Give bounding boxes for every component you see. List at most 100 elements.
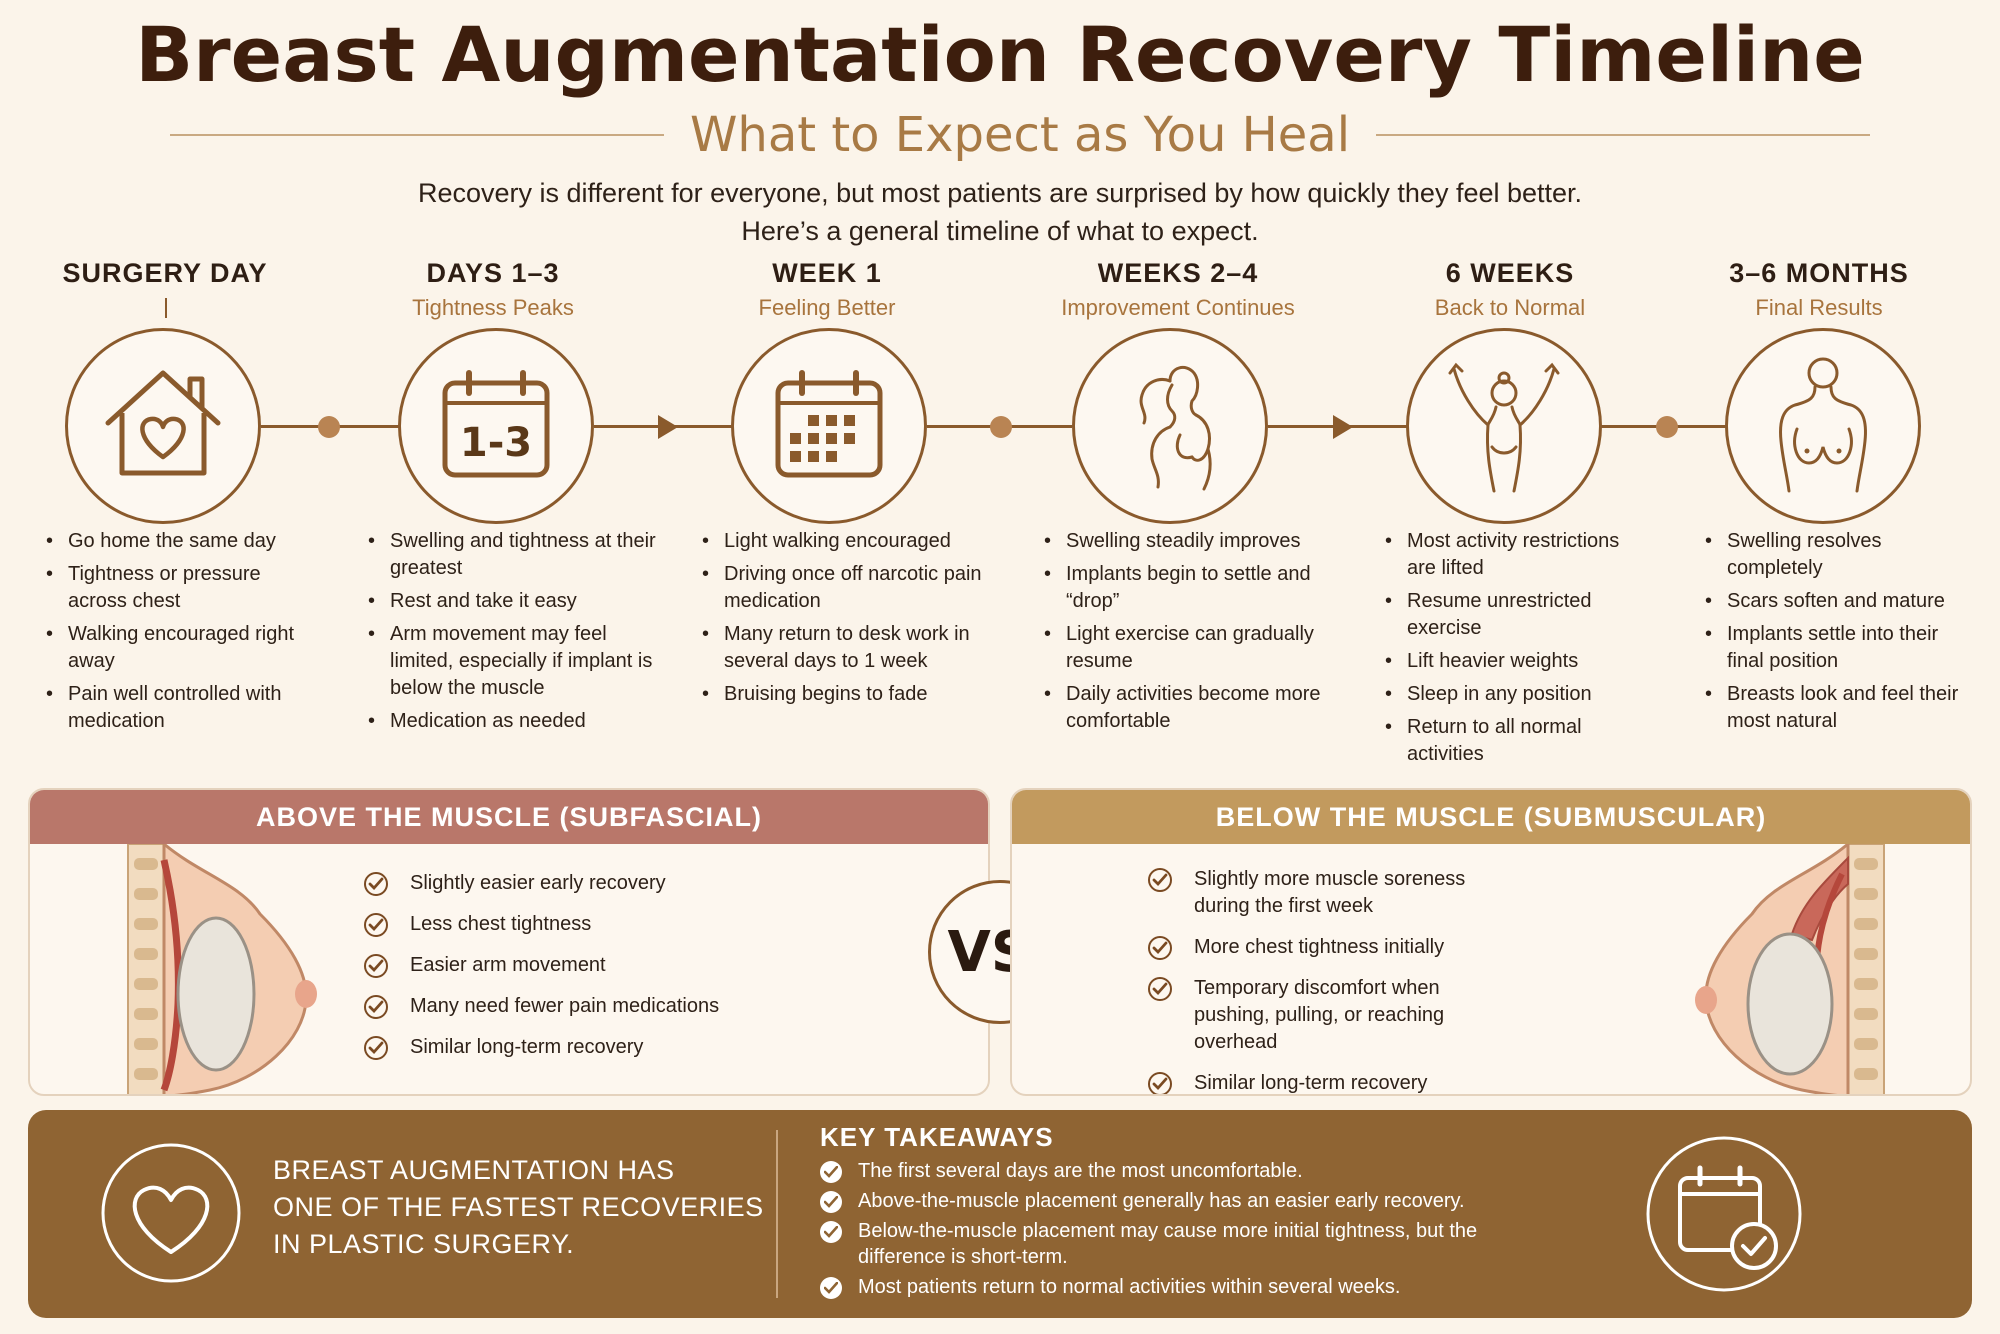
stage-title: DAYS 1–3 <box>426 258 560 288</box>
timeline-arrow-icon <box>658 415 678 439</box>
stage-header-week-1: WEEK 1 Feeling Better <box>667 258 987 321</box>
list-item: Implants settle into their final positio… <box>1705 621 1975 675</box>
stage-title: 6 WEEKS <box>1445 258 1575 288</box>
list-item: Breasts look and feel their most natural <box>1705 681 1975 735</box>
check-circle-icon <box>820 1221 842 1243</box>
list-item: Go home the same day <box>46 528 296 555</box>
list-item: Swelling and tightness at their greatest <box>368 528 658 582</box>
list-item: Most patients return to normal activitie… <box>820 1274 1540 1300</box>
stage-circle-week-1 <box>731 328 927 524</box>
list-item: Walking encouraged right away <box>46 621 296 675</box>
list-item: Tightness or pressure across chest <box>46 561 296 615</box>
check-circle-icon <box>1148 977 1172 1001</box>
banner-divider <box>776 1130 778 1298</box>
list-item: Medication as needed <box>368 708 658 735</box>
stage-bullets-days-1-3: Swelling and tightness at their greatest… <box>368 528 658 741</box>
page-subtitle: What to Expect as You Heal <box>689 107 1351 163</box>
stage-header-surgery-day: SURGERY DAY <box>5 258 325 318</box>
calendar-grid-icon <box>775 370 883 478</box>
stage-bullets-week-1: Light walking encouraged Driving once of… <box>702 528 992 714</box>
timeline-dot <box>990 416 1012 438</box>
stage-bullets-surgery-day: Go home the same day Tightness or pressu… <box>46 528 296 741</box>
list-item: Above-the-muscle placement generally has… <box>820 1188 1540 1214</box>
heart-icon <box>101 1143 241 1283</box>
list-item-text: Similar long-term recovery <box>410 1036 644 1058</box>
list-item: The first several days are the most unco… <box>820 1158 1540 1184</box>
below-muscle-list: Slightly more muscle soreness during the… <box>1148 866 1508 1094</box>
page-title: Breast Augmentation Recovery Timeline <box>135 10 1865 99</box>
check-circle-icon <box>364 913 388 937</box>
list-item: Less chest tightness <box>364 911 719 938</box>
list-item-text: Less chest tightness <box>410 913 592 935</box>
intro-line-1: Recovery is different for everyone, but … <box>417 178 1583 208</box>
check-circle-icon <box>364 954 388 978</box>
list-item-text: Many need fewer pain medications <box>410 995 720 1017</box>
list-item: Easier arm movement <box>364 952 719 979</box>
stage-circle-days-1-3: 1-3 <box>398 328 594 524</box>
stage-title: WEEK 1 <box>772 258 882 288</box>
stage-header-6-weeks: 6 WEEKS Back to Normal <box>1350 258 1670 321</box>
list-item: Slightly more muscle soreness during the… <box>1148 866 1508 920</box>
list-item-text: Most patients return to normal activitie… <box>858 1276 1401 1298</box>
banner-statement: BREAST AUGMENTATION HAS ONE OF THE FASTE… <box>273 1152 764 1263</box>
subtitle-row: What to Expect as You Heal <box>170 100 1871 170</box>
list-item: Temporary discomfort when pushing, pulli… <box>1148 975 1508 1056</box>
list-item: Scars soften and mature <box>1705 588 1975 615</box>
timeline-dot <box>318 416 340 438</box>
list-item: Swelling steadily improves <box>1044 528 1334 555</box>
list-item: Rest and take it easy <box>368 588 658 615</box>
list-item: Light exercise can gradually resume <box>1044 621 1334 675</box>
list-item: Many return to desk work in several days… <box>702 621 992 675</box>
above-muscle-title: ABOVE THE MUSCLE (SUBFASCIAL) <box>30 790 988 844</box>
intro-line-2: Here’s a general timeline of what to exp… <box>741 216 1259 246</box>
below-muscle-title: BELOW THE MUSCLE (SUBMUSCULAR) <box>1012 790 1970 844</box>
list-item: Pain well controlled with medication <box>46 681 296 735</box>
above-muscle-panel: ABOVE THE MUSCLE (SUBFASCIAL) Slightly e… <box>28 788 990 1096</box>
list-item-text: Slightly more muscle soreness during the… <box>1194 868 1466 917</box>
list-item-text: Similar long-term recovery <box>1194 1072 1428 1094</box>
stage-subtitle: Final Results <box>1755 295 1883 320</box>
subtitle-rule-left <box>170 134 664 136</box>
submuscular-implant-illustration <box>1695 844 1885 1094</box>
arms-raised-icon <box>1448 362 1560 493</box>
list-item-text: Below-the-muscle placement may cause mor… <box>858 1220 1478 1268</box>
calendar-check-icon <box>1646 1136 1802 1292</box>
check-circle-icon <box>820 1277 842 1299</box>
list-item: Daily activities become more comfortable <box>1044 681 1334 735</box>
check-circle-icon <box>820 1191 842 1213</box>
torso-outline-icon <box>1779 357 1867 493</box>
list-item: Many need fewer pain medications <box>364 993 719 1020</box>
intro-text: Recovery is different for everyone, but … <box>0 174 2000 250</box>
stage-subtitle: Improvement Continues <box>1061 295 1295 320</box>
stage-bullets-weeks-2-4: Swelling steadily improves Implants begi… <box>1044 528 1334 741</box>
banner-line-2: ONE OF THE FASTEST RECOVERIES <box>273 1192 764 1222</box>
list-item: Return to all normal activities <box>1385 714 1645 768</box>
home-heart-icon <box>105 370 221 476</box>
stage-circle-weeks-2-4 <box>1072 328 1268 524</box>
key-takeaways-title: KEY TAKEAWAYS <box>820 1122 1054 1152</box>
stage-subtitle: Feeling Better <box>758 295 896 320</box>
list-item: More chest tightness initially <box>1148 934 1508 961</box>
list-item-text: Slightly easier early recovery <box>410 872 666 894</box>
check-circle-icon <box>364 872 388 896</box>
list-item: Slightly easier early recovery <box>364 870 719 897</box>
list-item: Sleep in any position <box>1385 681 1645 708</box>
woman-profile-icon <box>1139 365 1212 491</box>
check-circle-icon <box>364 1036 388 1060</box>
subfascial-implant-illustration <box>127 844 317 1094</box>
stage-title: WEEKS 2–4 <box>1097 258 1259 288</box>
stage-subtitle: Back to Normal <box>1434 295 1586 320</box>
stage-circle-6-weeks <box>1406 328 1602 524</box>
below-muscle-panel: BELOW THE MUSCLE (SUBMUSCULAR) Slightly … <box>1010 788 1972 1096</box>
banner-line-3: IN PLASTIC SURGERY. <box>273 1229 575 1259</box>
check-circle-icon <box>1148 1072 1172 1094</box>
list-item: Driving once off narcotic pain medicatio… <box>702 561 992 615</box>
stage-header-weeks-2-4: WEEKS 2–4 Improvement Continues <box>1018 258 1338 321</box>
list-item: Implants begin to settle and “drop” <box>1044 561 1334 615</box>
above-muscle-list: Slightly easier early recovery Less ches… <box>364 870 719 1075</box>
stage-bullets-3-6-months: Swelling resolves completely Scars softe… <box>1705 528 1975 741</box>
list-item: Light walking encouraged <box>702 528 992 555</box>
stage-header-days-1-3: DAYS 1–3 Tightness Peaks <box>333 258 653 321</box>
list-item-text: The first several days are the most unco… <box>858 1160 1303 1182</box>
calendar-1-3-icon: 1-3 <box>442 370 550 478</box>
